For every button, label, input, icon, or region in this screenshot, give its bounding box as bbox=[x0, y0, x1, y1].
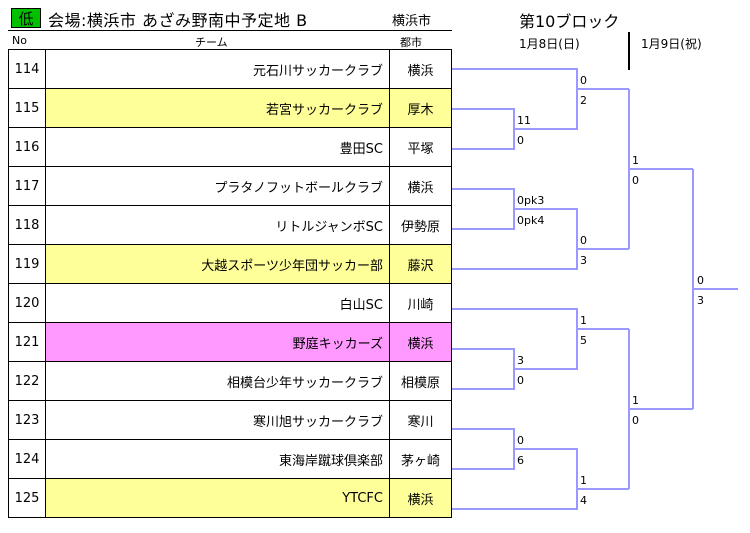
score-final-top: 0 bbox=[697, 274, 704, 287]
bracket-line bbox=[452, 249, 578, 270]
team-row: 117 プラタノフットボールクラブ 横浜 bbox=[8, 166, 452, 206]
bracket-line bbox=[452, 449, 515, 470]
column-header-no: No bbox=[12, 34, 27, 47]
team-name: 豊田SC bbox=[45, 127, 390, 167]
team-no: 117 bbox=[8, 166, 46, 206]
team-row: 125 YTCFC 横浜 bbox=[8, 478, 452, 518]
score-sf1-top: 1 bbox=[632, 154, 639, 167]
score-m3-bottom: 0 bbox=[517, 374, 524, 387]
score-sf1-bottom: 0 bbox=[632, 174, 639, 187]
team-no: 114 bbox=[8, 49, 46, 89]
bracket-line bbox=[452, 329, 578, 370]
bracket-line bbox=[452, 129, 515, 150]
team-city: 寒川 bbox=[389, 400, 452, 440]
team-row: 123 寒川旭サッカークラブ 寒川 bbox=[8, 400, 452, 440]
bracket-line bbox=[452, 369, 515, 390]
title-underline bbox=[8, 30, 452, 31]
team-city: 相模原 bbox=[389, 361, 452, 401]
team-name: 大越スポーツ少年団サッカー部 bbox=[45, 244, 390, 284]
bracket-line bbox=[452, 68, 629, 90]
round-date-2: 1月9日(祝) bbox=[641, 37, 702, 51]
team-row: 121 野庭キッカーズ 横浜 bbox=[8, 322, 452, 362]
date-separator bbox=[628, 32, 630, 70]
team-no: 124 bbox=[8, 439, 46, 479]
venue-city: 横浜市 bbox=[392, 14, 432, 29]
bracket-line bbox=[452, 89, 578, 130]
bracket-line bbox=[452, 489, 578, 510]
venue-title: 会場:横浜市 あざみ野南中予定地 B bbox=[48, 11, 308, 30]
team-city: 横浜 bbox=[389, 49, 452, 89]
team-no: 115 bbox=[8, 88, 46, 128]
team-city: 厚木 bbox=[389, 88, 452, 128]
score-m3-top: 3 bbox=[517, 354, 524, 367]
score-r2b-top: 0 bbox=[580, 234, 587, 247]
team-row: 120 白山SC 川崎 bbox=[8, 283, 452, 323]
block-title: 第10ブロック bbox=[519, 12, 620, 31]
team-no: 125 bbox=[8, 478, 46, 518]
team-city: 藤沢 bbox=[389, 244, 452, 284]
team-no: 120 bbox=[8, 283, 46, 323]
team-city: 横浜 bbox=[389, 166, 452, 206]
team-name: YTCFC bbox=[45, 478, 390, 518]
score-m4-bottom: 6 bbox=[517, 454, 524, 467]
team-row: 115 若宮サッカークラブ 厚木 bbox=[8, 88, 452, 128]
team-name: 野庭キッカーズ bbox=[45, 322, 390, 362]
score-sf2-top: 1 bbox=[632, 394, 639, 407]
bracket-line bbox=[452, 428, 629, 490]
score-m1-bottom: 0 bbox=[517, 134, 524, 147]
score-r2b-bottom: 3 bbox=[580, 254, 587, 267]
team-no: 122 bbox=[8, 361, 46, 401]
team-city: 平塚 bbox=[389, 127, 452, 167]
team-no: 121 bbox=[8, 322, 46, 362]
category-badge: 低 bbox=[11, 8, 41, 28]
team-city: 横浜 bbox=[389, 478, 452, 518]
team-row: 116 豊田SC 平塚 bbox=[8, 127, 452, 167]
score-r2d-top: 1 bbox=[580, 474, 587, 487]
score-m2-top: 0pk3 bbox=[517, 194, 545, 207]
bracket-line bbox=[452, 308, 629, 330]
score-m1-top: 11 bbox=[517, 114, 531, 127]
score-final-bottom: 3 bbox=[697, 294, 704, 307]
team-city: 茅ヶ崎 bbox=[389, 439, 452, 479]
score-r2a-top: 0 bbox=[580, 74, 587, 87]
team-row: 118 リトルジャンボSC 伊勢原 bbox=[8, 205, 452, 245]
column-header-city: 都市 bbox=[400, 36, 422, 49]
score-r2a-bottom: 2 bbox=[580, 94, 587, 107]
team-name: 若宮サッカークラブ bbox=[45, 88, 390, 128]
score-m4-top: 0 bbox=[517, 434, 524, 447]
team-row: 119 大越スポーツ少年団サッカー部 藤沢 bbox=[8, 244, 452, 284]
team-table: 114 元石川サッカークラブ 横浜 115 若宮サッカークラブ 厚木 116 豊… bbox=[8, 49, 452, 518]
column-header-team: チーム bbox=[195, 36, 228, 49]
score-r2c-bottom: 5 bbox=[580, 334, 587, 347]
team-no: 118 bbox=[8, 205, 46, 245]
team-row: 114 元石川サッカークラブ 横浜 bbox=[8, 49, 452, 89]
score-r2c-top: 1 bbox=[580, 314, 587, 327]
bracket-line bbox=[452, 209, 515, 230]
team-name: 白山SC bbox=[45, 283, 390, 323]
team-no: 119 bbox=[8, 244, 46, 284]
team-name: 元石川サッカークラブ bbox=[45, 49, 390, 89]
bracket-line bbox=[452, 188, 629, 250]
team-name: プラタノフットボールクラブ bbox=[45, 166, 390, 206]
score-sf2-bottom: 0 bbox=[632, 414, 639, 427]
score-r2d-bottom: 4 bbox=[580, 494, 587, 507]
round-date-1: 1月8日(日) bbox=[519, 37, 580, 51]
score-m2-bottom: 0pk4 bbox=[517, 214, 545, 227]
